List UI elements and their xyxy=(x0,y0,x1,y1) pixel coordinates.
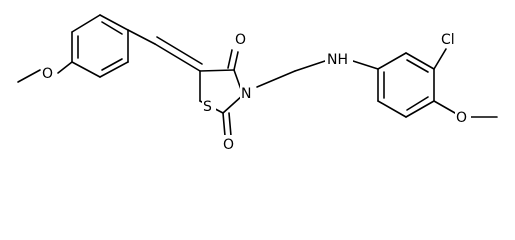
atom-label-oxygen-carbonyl-top: O xyxy=(235,32,246,48)
atom-label-oxygen-carbonyl-bottom: O xyxy=(223,137,234,153)
thiazolidinedione-ring xyxy=(199,49,244,137)
atom-label-nitrogen-ring: N xyxy=(241,86,251,102)
atom-label-oxygen-methoxy-right: O xyxy=(456,110,467,126)
atom-label-sulfur-ring: S xyxy=(203,99,212,115)
exocyclic-double-bond xyxy=(154,36,203,72)
atom-label-oxygen-methoxy-left: O xyxy=(42,66,53,82)
left-methoxyphenyl-group xyxy=(17,14,156,83)
atom-label-amine-nh: NH xyxy=(327,52,348,68)
atom-labels: O O O S N NH Cl O xyxy=(41,29,471,153)
atom-label-chlorine: Cl xyxy=(441,32,455,48)
molecule-structure: O O O S N NH Cl O xyxy=(17,14,498,153)
right-chloromethoxyphenyl-group xyxy=(377,48,498,118)
aminomethyl-linker xyxy=(256,60,379,88)
